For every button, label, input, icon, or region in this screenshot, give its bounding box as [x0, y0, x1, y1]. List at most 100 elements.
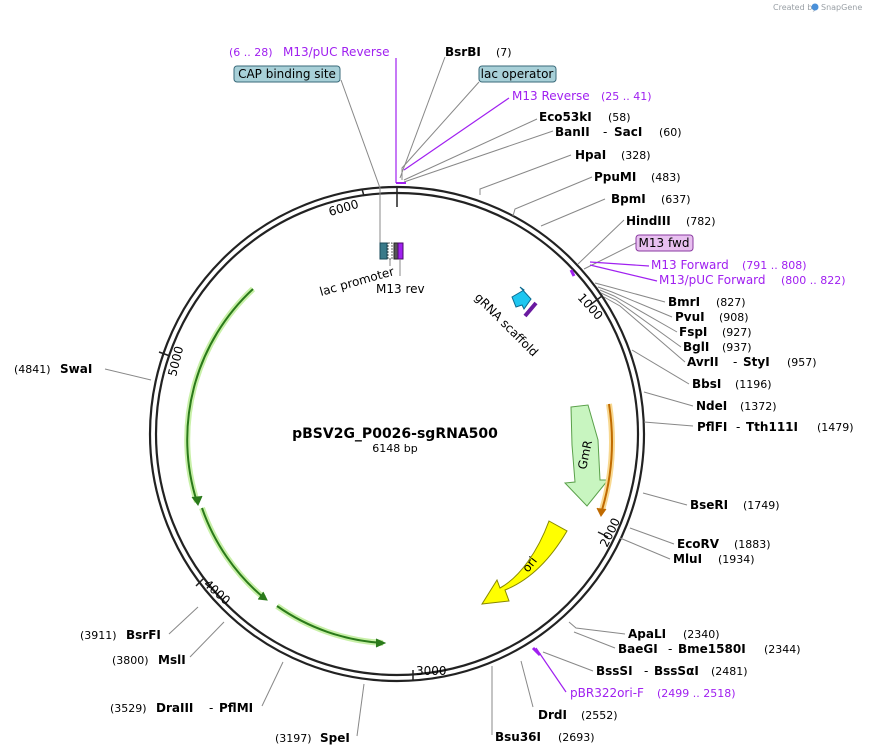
- tick-4000: [195, 577, 205, 587]
- svg-text:BssSαI: BssSαI: [654, 664, 699, 678]
- leader-lines: [104, 56, 694, 737]
- svg-text:(1749): (1749): [743, 499, 780, 512]
- svg-text:(3529): (3529): [110, 702, 147, 715]
- primer-m13-reverse-label: M13 Reverse (25 .. 41): [512, 89, 652, 103]
- svg-text:(1479): (1479): [817, 421, 854, 434]
- primer-pbr322ori-f-label: pBR322ori-F (2499 .. 2518): [570, 686, 736, 700]
- svg-text:(1196): (1196): [735, 378, 772, 391]
- site-spei: (3197) SpeI: [275, 731, 350, 745]
- tick-label-6000: 6000: [327, 197, 360, 219]
- svg-text:BmrI: BmrI: [668, 295, 700, 309]
- site-hpai: HpaI (328): [575, 148, 651, 162]
- svg-text:-: -: [736, 420, 740, 434]
- svg-text:BbsI: BbsI: [692, 377, 721, 391]
- site-avrii-styi: AvrII - StyI (957): [687, 355, 817, 369]
- svg-text:M13 Forward: M13 Forward: [651, 258, 729, 272]
- site-hindiii: HindIII (782): [626, 214, 716, 228]
- tick-5000: [158, 351, 171, 357]
- svg-text:(328): (328): [621, 149, 651, 162]
- svg-text:(483): (483): [651, 171, 681, 184]
- svg-text:DrdI: DrdI: [538, 708, 567, 722]
- site-bsu36i: Bsu36I (2693): [495, 730, 595, 744]
- svg-text:-: -: [733, 355, 737, 369]
- site-bsssi-bsssai: BssSI - BssSαI (2481): [596, 664, 748, 678]
- svg-text:BaeGI: BaeGI: [618, 642, 658, 656]
- tick-marks: [158, 188, 609, 681]
- svg-text:HindIII: HindIII: [626, 214, 671, 228]
- lac-operator-box: lac operator: [478, 65, 557, 83]
- site-pvui: PvuI (908): [675, 310, 749, 324]
- cap-binding-site-label: CAP binding site: [238, 67, 336, 81]
- svg-text:PpuMI: PpuMI: [594, 170, 636, 184]
- snapgene-logo: SnapGene: [811, 3, 862, 12]
- svg-text:(957): (957): [787, 356, 817, 369]
- svg-text:(25 .. 41): (25 .. 41): [601, 90, 652, 103]
- m13-fwd-label: M13 fwd: [639, 236, 690, 250]
- tick-label-3000: 3000: [416, 664, 447, 678]
- credit-text: Created by: [773, 3, 817, 12]
- svg-text:(3800): (3800): [112, 654, 149, 667]
- svg-text:(937): (937): [722, 341, 752, 354]
- svg-text:(3197): (3197): [275, 732, 312, 745]
- site-swai: (4841) SwaI: [14, 362, 92, 376]
- gmr-label: GmR: [575, 439, 595, 471]
- primer-lines: [395, 58, 658, 693]
- svg-text:NdeI: NdeI: [696, 399, 727, 413]
- svg-text:BseRI: BseRI: [690, 498, 728, 512]
- m13-fwd-box: M13 fwd: [635, 234, 694, 252]
- primer-m13puc-reverse-label: (6 .. 28) M13/pUC Reverse: [229, 45, 390, 59]
- primer-m13puc-rev-name: M13/pUC Reverse: [283, 45, 390, 59]
- svg-text:HpaI: HpaI: [575, 148, 606, 162]
- svg-text:FspI: FspI: [679, 325, 707, 339]
- svg-text:(2499 .. 2518): (2499 .. 2518): [657, 687, 736, 700]
- site-eco53ki: Eco53kI (58): [539, 110, 631, 124]
- svg-text:StyI: StyI: [743, 355, 770, 369]
- svg-text:BsrBI: BsrBI: [445, 45, 481, 59]
- site-bbsi: BbsI (1196): [692, 377, 772, 391]
- svg-text:-: -: [209, 701, 213, 715]
- svg-text:(7): (7): [496, 46, 512, 59]
- svg-text:-: -: [668, 642, 672, 656]
- site-bmri: BmrI (827): [668, 295, 746, 309]
- site-bsrbi: BsrBI (7): [445, 45, 512, 59]
- site-fspi: FspI (927): [679, 325, 752, 339]
- lac-promoter-feature: lac promoter M13 rev: [318, 242, 425, 299]
- svg-text:DraIII: DraIII: [156, 701, 193, 715]
- primer-m13-forward-label: M13 Forward (791 .. 808): [651, 258, 807, 272]
- svg-text:BglI: BglI: [683, 340, 709, 354]
- gmr-feature: GmR: [563, 404, 610, 507]
- svg-text:(58): (58): [608, 111, 631, 124]
- grna-scaffold-label: gRNA scaffold: [472, 290, 541, 359]
- svg-text:(2481): (2481): [711, 665, 748, 678]
- svg-text:-: -: [603, 125, 607, 139]
- site-bsrfi: (3911) BsrFI: [80, 628, 161, 642]
- svg-text:Bsu36I: Bsu36I: [495, 730, 541, 744]
- svg-text:-: -: [644, 664, 648, 678]
- site-ndei: NdeI (1372): [696, 399, 777, 413]
- svg-text:SpeI: SpeI: [320, 731, 350, 745]
- plasmid-name: pBSV2G_P0026-sgRNA500: [292, 426, 498, 442]
- site-msli: (3800) MslI: [112, 653, 186, 667]
- svg-text:(1883): (1883): [734, 538, 771, 551]
- svg-text:M13/pUC Forward: M13/pUC Forward: [659, 273, 766, 287]
- svg-text:(637): (637): [661, 193, 691, 206]
- svg-text:ApaLI: ApaLI: [628, 627, 666, 641]
- site-drdi: DrdI (2552): [538, 708, 618, 722]
- svg-text:(1372): (1372): [740, 400, 777, 413]
- ori-feature: ori: [481, 520, 568, 605]
- svg-text:BsrFI: BsrFI: [126, 628, 161, 642]
- site-apali: ApaLI (2340): [628, 627, 720, 641]
- svg-text:BssSI: BssSI: [596, 664, 633, 678]
- site-ecorv: EcoRV (1883): [677, 537, 771, 551]
- svg-text:(908): (908): [719, 311, 749, 324]
- primer-m13puc-rev-range: (6 .. 28): [229, 46, 273, 59]
- svg-text:(2340): (2340): [683, 628, 720, 641]
- svg-text:(2344): (2344): [764, 643, 801, 656]
- svg-text:(2552): (2552): [581, 709, 618, 722]
- tick-2000: [597, 531, 609, 538]
- svg-text:Eco53kI: Eco53kI: [539, 110, 592, 124]
- site-bseri: BseRI (1749): [690, 498, 780, 512]
- site-bgli: BglI (937): [683, 340, 752, 354]
- primer-m13puc-forward-label: M13/pUC Forward (800 .. 822): [659, 273, 846, 287]
- svg-text:PflMI: PflMI: [219, 701, 253, 715]
